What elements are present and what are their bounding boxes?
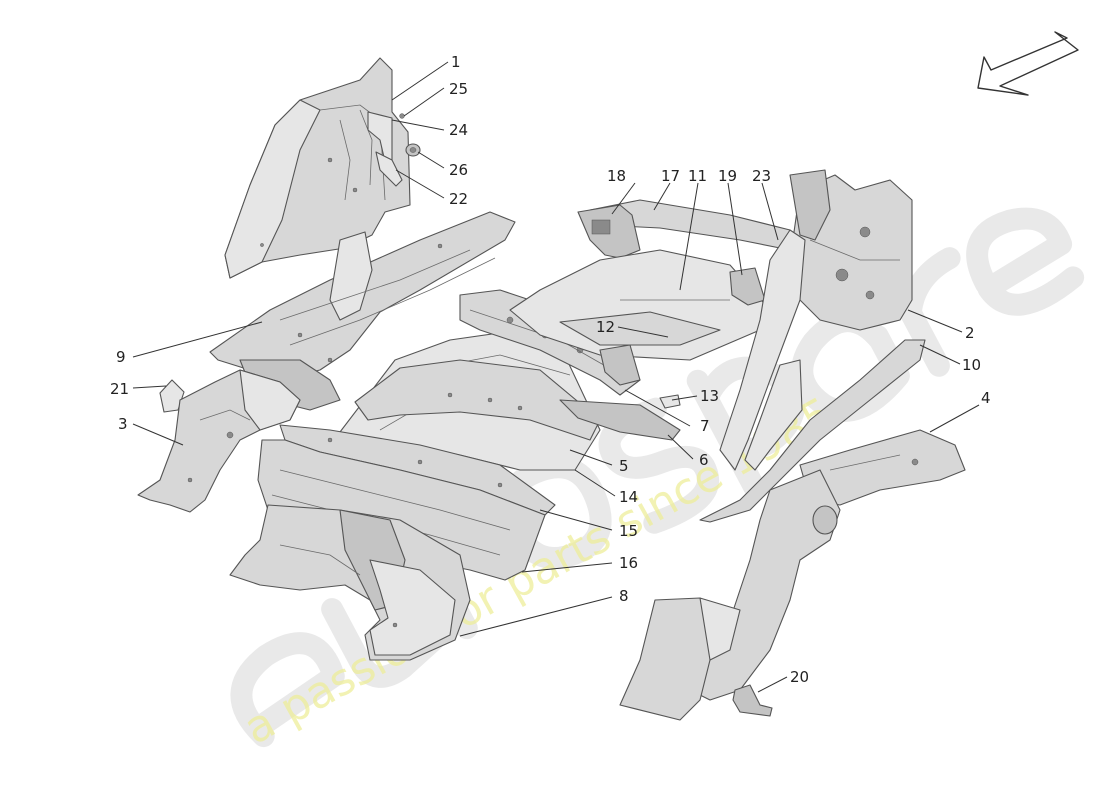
right-wheelhouse — [689, 469, 841, 701]
part-5-floor-crossmember — [354, 359, 601, 441]
callout-18: 18 — [607, 167, 626, 185]
callout-numbers: 1 25 24 26 22 18 17 11 19 23 2 10 12 9 2… — [110, 53, 991, 686]
part-1-left-pillar-panel — [224, 57, 411, 279]
callout-25: 25 — [449, 80, 468, 98]
part-10-right-side-member — [699, 339, 926, 523]
callout-15: 15 — [619, 522, 638, 540]
callout-24: 24 — [449, 121, 468, 139]
callout-8: 8 — [619, 587, 629, 605]
callout-10: 10 — [962, 356, 981, 374]
callout-21: 21 — [110, 380, 129, 398]
callout-5: 5 — [619, 457, 629, 475]
callout-3: 3 — [118, 415, 128, 433]
lower-right-panel — [619, 597, 741, 721]
callout-23: 23 — [752, 167, 771, 185]
callout-17: 17 — [661, 167, 680, 185]
callout-7: 7 — [700, 417, 710, 435]
callout-19: 19 — [718, 167, 737, 185]
part-2-right-pillar-panel — [789, 169, 913, 331]
callout-4: 4 — [981, 389, 991, 407]
leader-lines — [132, 61, 980, 693]
part-6-crossmember — [559, 399, 681, 441]
part-23-right-pillar — [719, 229, 806, 471]
callout-26: 26 — [449, 161, 468, 179]
part-8-spare-wheel-tub — [229, 504, 471, 661]
callout-12: 12 — [596, 318, 615, 336]
callout-13: 13 — [700, 387, 719, 405]
part-19-bracket — [729, 267, 766, 306]
callout-2: 2 — [965, 324, 975, 342]
callout-14: 14 — [619, 488, 638, 506]
callout-11: 11 — [688, 167, 707, 185]
part-22-strap — [375, 151, 403, 187]
part-25-screw — [399, 113, 405, 119]
callout-20: 20 — [790, 668, 809, 686]
part-3-left-wheelhouse — [137, 369, 301, 513]
direction-arrow-icon — [977, 31, 1079, 96]
part-18-bracket — [577, 204, 641, 259]
callout-1: 1 — [451, 53, 461, 71]
callout-6: 6 — [699, 451, 709, 469]
part-11-floor-panel — [509, 249, 771, 361]
callout-22: 22 — [449, 190, 468, 208]
callout-9: 9 — [116, 348, 126, 366]
part-20-bracket — [732, 684, 773, 717]
part-13-clip — [659, 394, 681, 409]
callout-16: 16 — [619, 554, 638, 572]
part-26-grommet — [405, 143, 421, 157]
part-12-floor-bracket — [599, 344, 641, 386]
part-9-left-side-member — [209, 211, 516, 411]
